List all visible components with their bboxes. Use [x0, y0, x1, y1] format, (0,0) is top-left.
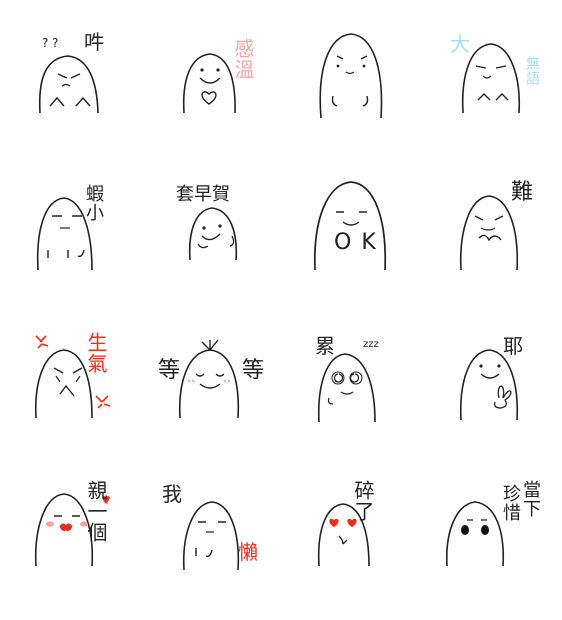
sticker-13[interactable]: 親一個 — [0, 470, 140, 620]
sticker-5[interactable]: 蝦小 — [0, 170, 140, 320]
blob-character-heartbroken — [317, 503, 370, 567]
sticker-10[interactable]: 等 等 — [140, 322, 280, 472]
blob-character-cherish — [446, 501, 505, 567]
blob-character-waiting — [178, 339, 240, 419]
caption-angry: 生氣 — [84, 332, 108, 374]
sticker-sheet: ? ? 吽 感溫 大 無語 — [0, 18, 561, 571]
question-marks: ? ? — [42, 36, 59, 50]
blob-character-what — [36, 197, 93, 271]
blob-character-morning — [188, 207, 238, 261]
caption-big: 大 — [450, 32, 470, 56]
caption-hum: 吽 — [84, 30, 104, 54]
caption-speechless: 無語 — [524, 56, 540, 86]
sticker-3[interactable] — [281, 18, 421, 168]
caption-wait-left: 等 — [158, 358, 181, 383]
blob-character-speechless — [461, 43, 521, 114]
sticker-15[interactable]: 碎了 — [281, 470, 421, 620]
caption-cherish: 珍惜 — [500, 484, 521, 522]
caption-good-morning: 套早賀 — [176, 184, 230, 205]
sticker-9[interactable]: 生氣 — [0, 322, 140, 472]
sticker-4[interactable]: 大 無語 — [421, 18, 561, 168]
caption-warm: 感溫 — [231, 38, 255, 80]
sleep-marks: zzz — [363, 339, 379, 350]
sticker-6[interactable]: 套早賀 — [140, 170, 280, 320]
sticker-11[interactable]: 累 zzz — [281, 322, 421, 472]
sticker-14[interactable]: 我 懶 — [140, 470, 280, 620]
caption-tired: 累 — [315, 334, 335, 358]
blob-character-annoyed — [38, 55, 99, 114]
blob-character-tired — [317, 353, 376, 423]
blob-character-heart — [182, 53, 236, 114]
caption-i: 我 — [162, 482, 182, 506]
caption-heartbroken: 碎了 — [351, 480, 375, 522]
blob-character-angry — [34, 335, 111, 419]
sticker-2[interactable]: 感溫 — [140, 18, 280, 168]
blob-character-yay — [459, 349, 519, 421]
caption-present: 當下 — [520, 480, 541, 518]
sticker-7[interactable]: OK — [281, 170, 421, 320]
caption-ok: OK — [334, 230, 386, 255]
blob-character-kiss — [34, 493, 110, 567]
blob-character-sleepy — [319, 33, 383, 119]
caption-kiss: 親一個 — [84, 480, 108, 543]
caption-wait-right: 等 — [242, 358, 265, 383]
caption-difficult: 難 — [511, 180, 534, 205]
caption-lazy: 懶 — [238, 540, 258, 564]
sticker-16[interactable]: 珍惜 當下 — [421, 470, 561, 620]
blob-character-ok — [313, 181, 387, 271]
blob-character-lazy — [182, 501, 240, 571]
blob-character-difficult — [459, 195, 519, 271]
caption-what: 蝦小 — [83, 184, 104, 222]
sticker-12[interactable]: 耶 — [421, 322, 561, 472]
sticker-8[interactable]: 難 — [421, 170, 561, 320]
sticker-1[interactable]: ? ? 吽 — [0, 18, 140, 168]
caption-yay: 耶 — [503, 334, 523, 358]
